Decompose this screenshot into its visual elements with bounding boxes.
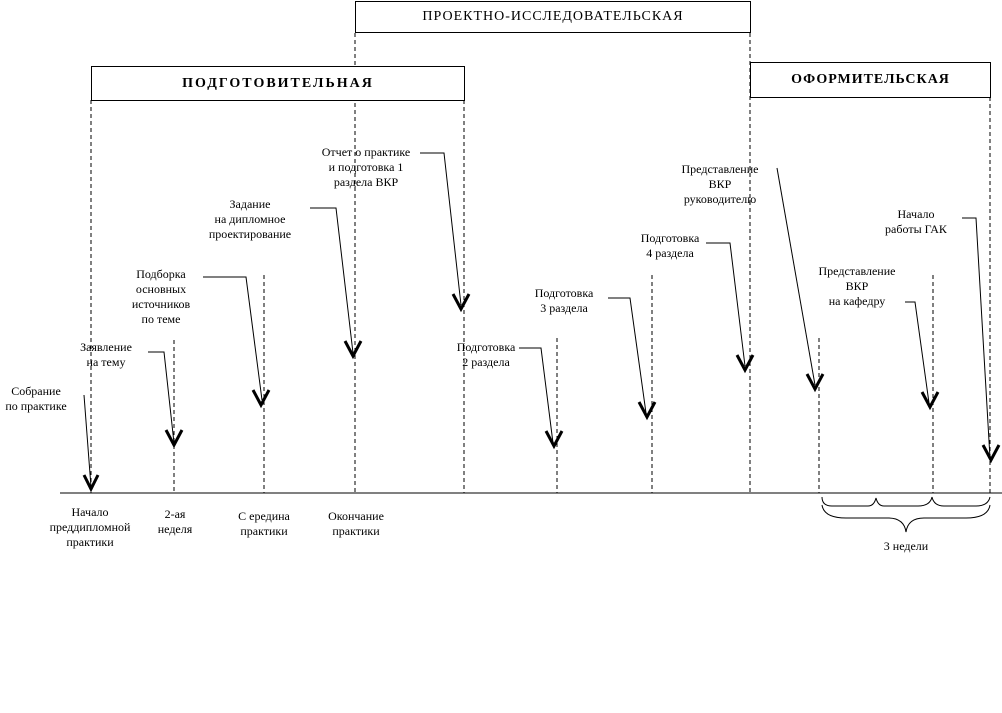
arrow-report bbox=[451, 293, 471, 313]
arrow-supervisor bbox=[805, 373, 825, 393]
pointer-section3 bbox=[608, 297, 647, 414]
timeline-week2: 2-ая неделя bbox=[157, 507, 193, 536]
pointer-section4 bbox=[706, 242, 746, 367]
event-section4: Подготовка 4 раздела bbox=[640, 231, 700, 260]
event-gak: Начало работы ГАК bbox=[885, 207, 947, 236]
phase-preparatory-label: ПОДГОТОВИТЕЛЬНАЯ bbox=[182, 75, 374, 91]
arrowheads bbox=[82, 293, 1001, 493]
pointer-assignment bbox=[310, 207, 354, 354]
event-sources: Подборка основных источников по теме bbox=[131, 267, 191, 326]
event-application: Заявление на тему bbox=[80, 340, 132, 369]
brace-week-1 bbox=[821, 496, 933, 507]
timeline-middle: С ередина практики bbox=[238, 509, 290, 538]
phase-preparatory-box: ПОДГОТОВИТЕЛЬНАЯ bbox=[91, 66, 465, 101]
event-department: Представление ВКР на кафедру bbox=[818, 264, 896, 308]
pointer-section2 bbox=[519, 347, 554, 444]
phase-research-label: ПРОЕКТНО-ИССЛЕДОВАТЕЛЬСКАЯ bbox=[422, 9, 684, 24]
phase-design-box: ОФОРМИТЕЛЬСКАЯ bbox=[750, 62, 991, 98]
phase-design-label: ОФОРМИТЕЛЬСКАЯ bbox=[791, 72, 950, 87]
arrow-application bbox=[164, 429, 184, 449]
brace-total bbox=[821, 504, 991, 533]
event-report: Отчет о практике и подготовка 1 раздела … bbox=[321, 145, 411, 189]
event-supervisor: Представление ВКР руководителю bbox=[681, 162, 759, 206]
week-braces bbox=[821, 496, 991, 533]
pointer-meeting bbox=[83, 394, 92, 488]
arrow-department bbox=[920, 391, 940, 411]
pointer-supervisor bbox=[776, 167, 816, 386]
pointer-gak bbox=[962, 217, 991, 459]
pointer-application bbox=[148, 351, 175, 444]
event-assignment: Задание на дипломное проектирование bbox=[208, 197, 292, 241]
pointer-department bbox=[905, 301, 930, 404]
arrow-gak bbox=[981, 444, 1001, 464]
event-meeting: Собрание по практике bbox=[5, 384, 67, 413]
brace-week-2 bbox=[931, 496, 991, 507]
pointer-sources bbox=[203, 276, 263, 401]
arrow-section3 bbox=[637, 401, 657, 421]
event-section2: Подготовка 2 раздела bbox=[456, 340, 516, 369]
timeline-3weeks: 3 недели bbox=[883, 539, 929, 553]
arrow-sources bbox=[251, 389, 271, 409]
phase-research-box: ПРОЕКТНО-ИССЛЕДОВАТЕЛЬСКАЯ bbox=[355, 1, 751, 33]
dashed-guides bbox=[90, 33, 991, 493]
event-section3: Подготовка 3 раздела bbox=[534, 286, 594, 315]
timeline-start: Начало преддипломной практики bbox=[49, 505, 131, 549]
arrow-section2 bbox=[544, 430, 564, 450]
pointers bbox=[83, 152, 991, 488]
timeline-end: Окончание практики bbox=[328, 509, 384, 538]
arrow-meeting bbox=[82, 474, 100, 493]
pointer-report bbox=[420, 152, 462, 306]
arrow-assignment bbox=[343, 340, 363, 360]
arrow-section4 bbox=[735, 354, 755, 374]
